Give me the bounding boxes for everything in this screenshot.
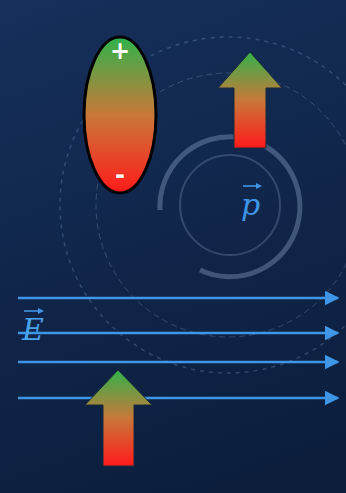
- vector-accent-head: [256, 183, 262, 189]
- field-line: [18, 332, 338, 335]
- negative-sign: -: [115, 163, 125, 187]
- field-label: E: [22, 315, 44, 345]
- decor-circles: [60, 37, 346, 373]
- positive-sign: +: [110, 39, 130, 63]
- decor-circle: [60, 37, 346, 373]
- dipole-moment-arrow: [218, 52, 282, 148]
- decor-arc: [160, 137, 300, 277]
- dipole-moment-label: p: [241, 190, 260, 220]
- field-line: [18, 397, 338, 400]
- field-lines: [18, 298, 338, 398]
- field-line: [18, 297, 338, 300]
- dipole-arrow-in-field: [85, 370, 152, 466]
- ellipse-shape: [84, 37, 156, 193]
- vector-accents: [24, 183, 262, 314]
- decor-circle: [180, 155, 280, 255]
- charged-ellipse: +-: [82, 35, 158, 195]
- vector-accent: [243, 185, 258, 187]
- vector-accent-head: [38, 308, 44, 314]
- field-line: [18, 361, 338, 364]
- vector-accent: [24, 310, 40, 312]
